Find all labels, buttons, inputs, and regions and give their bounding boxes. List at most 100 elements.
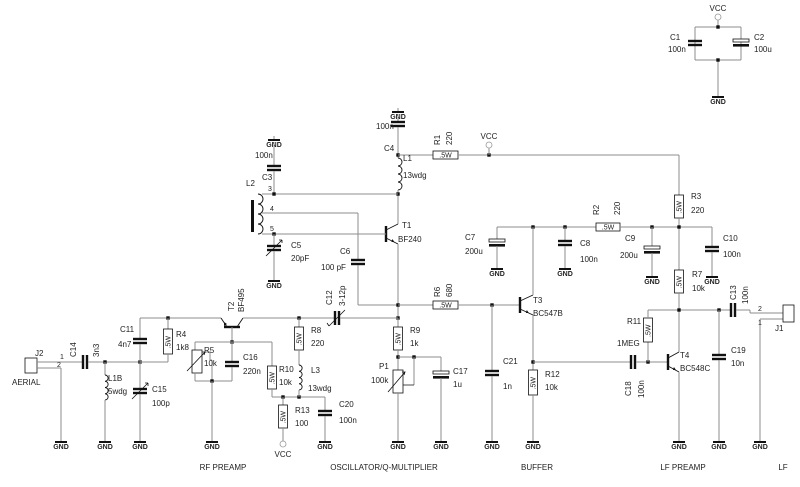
capacitor-plate	[644, 251, 660, 254]
capacitor-plate	[225, 364, 239, 368]
transformer-core	[251, 200, 254, 232]
ground-label: GND	[671, 444, 687, 451]
capacitor-plate	[712, 353, 726, 357]
ground-icon	[268, 139, 280, 141]
component-label: 10n	[731, 359, 744, 368]
component-label: C6	[340, 247, 351, 256]
capacitor-c10	[705, 245, 719, 253]
capacitor-plate	[558, 239, 572, 243]
vcc-label: VCC	[481, 132, 498, 141]
capacitor-plate-positive	[488, 238, 506, 243]
ground-label: GND	[644, 279, 660, 286]
ground-icon	[435, 441, 447, 443]
component-label: 13wdg	[308, 384, 332, 393]
connector-label: J2	[35, 349, 44, 358]
component-label: 220n	[243, 367, 261, 376]
section-label-buffer: BUFFER	[521, 463, 553, 472]
trimmer-r5	[191, 349, 203, 374]
junction-dot	[272, 192, 276, 196]
ground-icon	[527, 441, 539, 443]
capacitor-plate	[81, 355, 85, 369]
component-label: 3-12p	[338, 285, 347, 306]
capacitor-plate-positive	[643, 245, 661, 250]
capacitor-plate	[733, 303, 737, 317]
connector-j2	[24, 357, 38, 374]
ground-label: GND	[704, 279, 720, 286]
capacitor-plate-positive	[732, 38, 750, 43]
pin-label: 2	[57, 362, 61, 369]
potentiometer-wiper-icon	[387, 371, 414, 393]
transformer-l2	[257, 193, 264, 235]
capacitor-c11	[133, 337, 147, 345]
transistor-collector	[385, 223, 399, 231]
ground-label: GND	[97, 444, 113, 451]
component-label: R2	[592, 204, 601, 215]
ground-icon	[706, 276, 718, 278]
capacitor-plate	[712, 357, 726, 361]
component-label: 680	[445, 283, 454, 297]
component-label: C12	[325, 290, 334, 305]
junction-dot	[677, 225, 681, 229]
variable-capacitor-c15	[133, 387, 147, 395]
transistor-t4	[666, 351, 680, 373]
transistor-collector	[667, 351, 680, 359]
component-label: 200u	[465, 247, 483, 256]
ground-label: GND	[53, 444, 69, 451]
component-label: 100n	[668, 45, 686, 54]
resistor-rating: .5W	[439, 303, 452, 310]
pin-label: 1	[60, 354, 64, 361]
component-label: C19	[731, 346, 746, 355]
capacitor-plate	[558, 243, 572, 247]
capacitor-plate	[133, 387, 147, 391]
component-label: C2	[754, 33, 765, 42]
ground-label: GND	[752, 444, 768, 451]
capacitor-c4	[391, 120, 405, 128]
ground-label: GND	[710, 99, 726, 106]
resistor-rating: .5W	[297, 333, 304, 346]
component-label: 1u	[453, 380, 462, 389]
resistor-rating: .5W	[531, 377, 538, 390]
ground-label: GND	[266, 283, 282, 290]
capacitor-plate	[705, 249, 719, 253]
resistor-rating: .5W	[602, 225, 615, 232]
component-label: 100 pF	[321, 263, 346, 272]
ground-icon	[55, 441, 67, 443]
pin-label: 1	[758, 320, 762, 327]
variable-capacitor-c5	[267, 244, 281, 252]
component-label: T4	[680, 351, 690, 360]
vcc-terminal-icon	[714, 13, 722, 21]
component-label: 1MEG	[617, 339, 640, 348]
resistor-rating: .5W	[646, 324, 653, 337]
component-label: BC547B	[533, 309, 563, 318]
component-label: 100n	[580, 255, 598, 264]
component-label: 20pF	[291, 254, 309, 263]
capacitor-plate	[267, 164, 281, 168]
component-label: R1	[433, 134, 442, 145]
pin-label: 5	[270, 226, 274, 233]
component-label: R6	[433, 286, 442, 297]
component-label: C1	[670, 33, 681, 42]
vcc-terminal-icon	[485, 141, 493, 149]
component-label: R12	[545, 370, 560, 379]
component-label: C9	[625, 234, 636, 243]
component-label: C17	[453, 367, 468, 376]
component-label: C3	[262, 173, 273, 182]
ground-icon	[712, 96, 724, 98]
connector-j1	[782, 304, 795, 323]
component-label: C18	[624, 381, 633, 396]
component-label: R13	[295, 406, 310, 415]
capacitor-plate	[267, 248, 281, 252]
capacitor-plate	[485, 373, 499, 377]
section-label-lf-preamp: LF PREAMP	[660, 463, 705, 472]
component-label: 200u	[620, 251, 638, 260]
resistor-rating: .5W	[281, 411, 288, 424]
capacitor-plate	[267, 168, 281, 172]
capacitor-c1	[688, 39, 702, 47]
component-label: 100p	[152, 399, 170, 408]
capacitor-c8	[558, 239, 572, 247]
transistor-t1	[384, 223, 399, 245]
capacitor-c18	[629, 355, 637, 369]
component-label: 100n	[723, 250, 741, 259]
capacitor-plate	[351, 262, 365, 266]
ground-icon	[491, 268, 503, 270]
